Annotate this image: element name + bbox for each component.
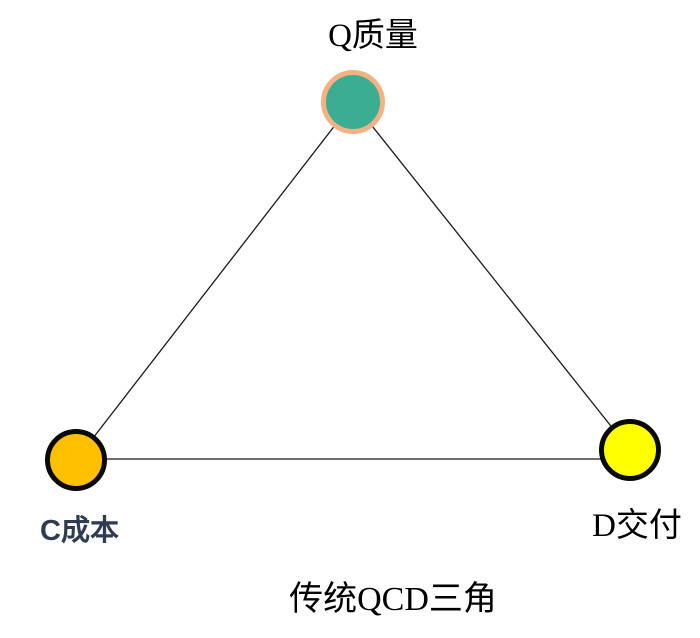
delivery-node-circle [599, 419, 661, 481]
quality-node-circle [321, 70, 385, 134]
cost-node-label: C成本 [40, 515, 119, 547]
delivery-node-label: D交付 [592, 508, 682, 544]
edge-quality-delivery [352, 101, 631, 451]
cost-node-circle [45, 429, 107, 491]
diagram-caption: 传统QCD三角 [289, 581, 497, 618]
quality-node-label: Q质量 [328, 18, 418, 54]
edge-quality-cost [75, 101, 354, 461]
